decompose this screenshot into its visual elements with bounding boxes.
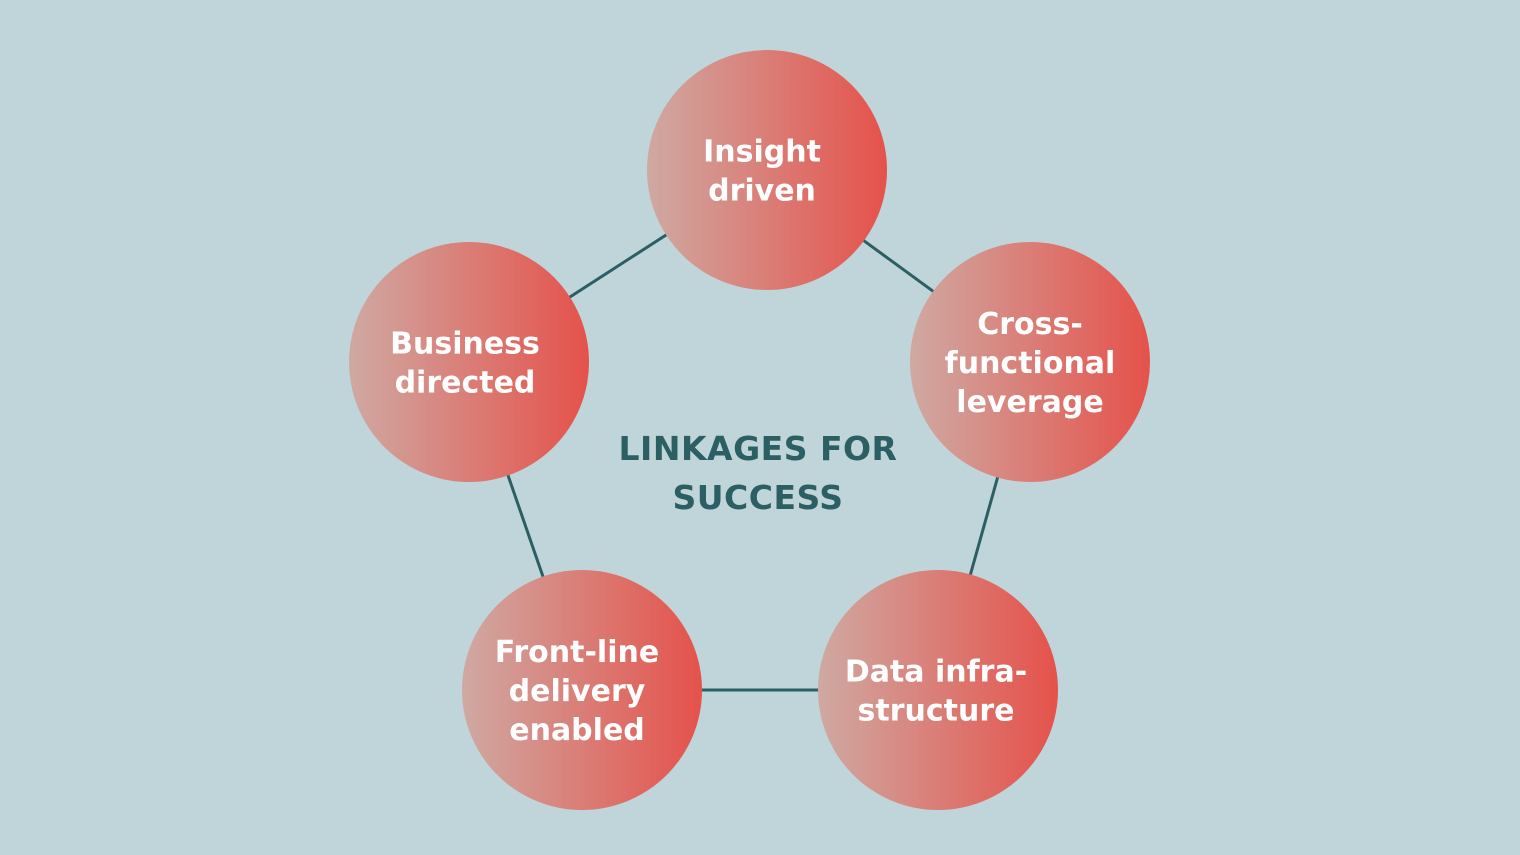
node-label-data-infrastructure: Data infra-structure [845, 654, 1027, 728]
node-label-business-directed: Business directed [390, 326, 540, 400]
node-label-line: functional [945, 346, 1116, 381]
node-cross-functional-leverage: Cross-functional leverage [910, 242, 1150, 482]
node-label-line: Cross- [977, 307, 1083, 342]
node-label-insight-driven: Insight driven [703, 134, 821, 208]
node-circle-cross-functional-leverage [910, 242, 1150, 482]
center-title-line-2: SUCCESS [672, 478, 844, 517]
connector-business-directed-to-insight-driven [567, 232, 669, 300]
node-data-infrastructure: Data infra-structure [818, 570, 1058, 810]
connector-front-line-delivery-enabled-to-business-directed [505, 473, 546, 579]
node-label-line: Business [390, 326, 540, 361]
node-circle-business-directed [349, 242, 589, 482]
node-label-line: Insight [703, 134, 821, 169]
node-label-cross-functional-leverage: Cross-functional leverage [945, 307, 1116, 420]
connector-lines [505, 232, 1000, 692]
node-circle-insight-driven [647, 50, 887, 290]
node-label-line: enabled [509, 713, 645, 748]
node-business-directed: Business directed [349, 242, 589, 482]
node-label-line: structure [858, 693, 1015, 728]
connector-cross-functional-leverage-to-data-infrastructure [968, 475, 1000, 577]
center-title-line-1: LINKAGES FOR [618, 429, 898, 468]
node-front-line-delivery-enabled: Front-line delivery enabled [462, 570, 702, 810]
center-title: LINKAGES FOR SUCCESS [560, 424, 956, 522]
connector-insight-driven-to-cross-functional-leverage [861, 238, 936, 294]
node-label-line: delivery [509, 674, 646, 709]
node-label-line: driven [708, 173, 816, 208]
node-label-line: Front-line [495, 635, 659, 670]
node-label-line: leverage [956, 385, 1103, 420]
node-label-line: Data infra- [845, 654, 1027, 689]
node-label-front-line-delivery-enabled: Front-line delivery enabled [495, 635, 659, 748]
node-circle-data-infrastructure [818, 570, 1058, 810]
node-label-line: directed [395, 365, 536, 400]
node-circle-front-line-delivery-enabled [462, 570, 702, 810]
node-insight-driven: Insight driven [647, 50, 887, 290]
